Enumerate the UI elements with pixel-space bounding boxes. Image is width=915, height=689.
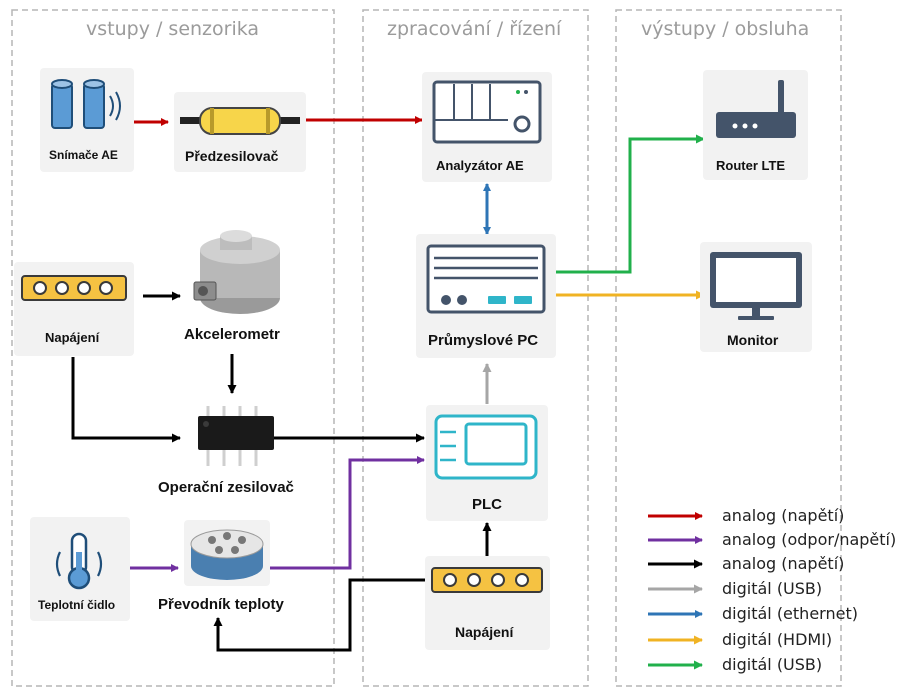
column-title-outputs: výstupy / obsluha [641,18,810,40]
label-plc: PLC [472,496,502,513]
power-bottom-node [425,556,550,650]
preamp-node [174,92,306,172]
accelerometer-icon [193,230,280,314]
label-accelerometer: Akcelerometr [184,326,280,343]
label-monitor: Monitor [727,332,779,348]
pc-icon [426,244,546,314]
arrow-power-to-converter [213,578,425,652]
preamp-icon [180,107,300,135]
legend-label-2: analog (napětí) [722,554,845,573]
label-router: Router LTE [716,158,786,173]
ae-sensors-node [40,68,134,172]
column-title-processing: zpracování / řízení [387,18,562,40]
temp-converter-icon [184,520,270,586]
router-node [703,70,808,180]
opamp-chip-icon [198,406,274,466]
legend-label-4: digitál (ethernet) [722,604,858,623]
label-opamp: Operační zesilovač [158,479,294,496]
label-industrial-pc: Průmyslové PC [428,332,539,349]
arrow-power-to-opamp [71,357,181,443]
power-strip-icon [431,567,543,593]
legend-swatches [648,512,703,670]
label-ae-analyzer: Analyzátor AE [436,158,524,173]
label-ae-sensors: Snímače AE [49,148,118,162]
legend-label-5: digitál (HDMI) [722,630,833,649]
thermometer-icon [55,532,103,590]
label-preamp: Předzesilovač [185,148,279,164]
legend-label-3: digitál (USB) [722,579,823,598]
label-temp-converter: Převodník teploty [158,596,284,613]
column-title-inputs: vstupy / senzorika [86,18,260,40]
legend-label-1: analog (odpor/napětí) [722,530,897,549]
column-frame-inputs [11,9,335,687]
temp-sensor-node [30,517,130,621]
plc-icon [434,414,538,480]
power-left-node [14,262,134,356]
column-frame-processing [362,9,589,687]
router-icon [716,80,796,138]
ae-analyzer-node [422,72,552,182]
plc-node [426,405,548,521]
arrow-pc-to-router [555,134,705,274]
monitor-icon [710,252,802,320]
industrial-pc-node [416,234,556,358]
column-frame-outputs [615,9,842,687]
label-temp-sensor: Teplotní čidlo [38,598,116,612]
legend-label-6: digitál (USB) [722,655,823,674]
ae-sensor-icon [51,79,121,129]
analyzer-icon [432,80,542,144]
label-power-left: Napájení [45,330,100,345]
arrow-converter-to-plc [270,456,425,570]
monitor-node [700,242,812,352]
power-strip-icon [21,275,127,301]
label-power-bottom: Napájení [455,624,514,640]
legend-label-0: analog (napětí) [722,506,845,525]
